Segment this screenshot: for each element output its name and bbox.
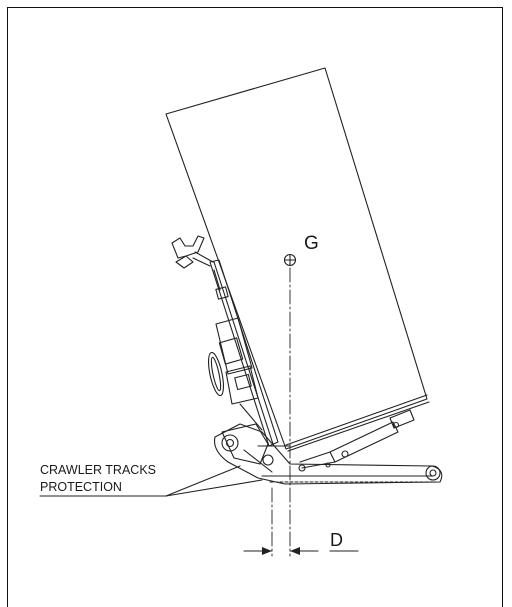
label-protection: PROTECTION [40, 480, 122, 494]
protection-leader-lines [39, 465, 263, 497]
label-crawler-tracks: CRAWLER TRACKS [40, 463, 156, 477]
center-of-gravity-marker [283, 253, 297, 267]
drawing-frame [7, 7, 503, 607]
label-d: D [330, 530, 343, 550]
label-g: G [304, 233, 319, 254]
hydraulic-actuator [299, 409, 415, 469]
motor-unit [208, 317, 263, 431]
rear-support-plate [209, 259, 279, 447]
handle-assembly [171, 235, 229, 300]
dimension-arrowheads [262, 547, 300, 555]
crawler-track-base [213, 423, 443, 485]
tilted-cargo-box [165, 67, 430, 452]
